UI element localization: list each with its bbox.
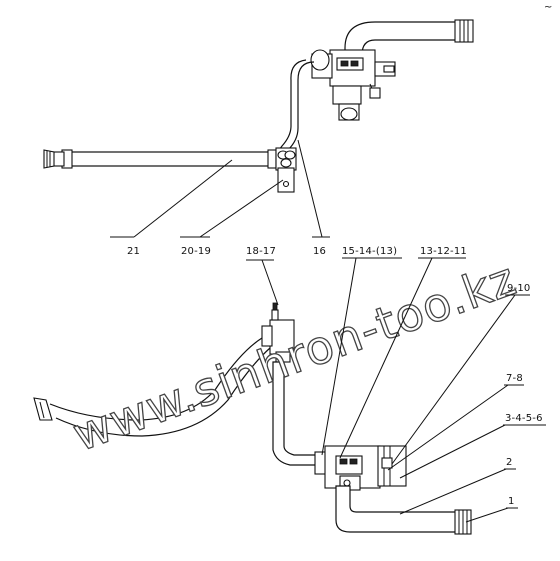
corner-mark: ~ <box>544 2 553 13</box>
callout-labels: 21 20-19 18-17 16 15-14-(13) 13-12-11 9-… <box>127 246 543 507</box>
callout-15-14-13: 15-14-(13) <box>342 246 397 257</box>
leader-lines <box>110 139 546 523</box>
callout-9-10: 9-10 <box>507 283 531 294</box>
callout-2: 2 <box>506 457 513 468</box>
lower-valve-body <box>314 445 407 491</box>
leader-13-12-11 <box>339 257 433 459</box>
horizontal-pipe-21 <box>43 149 277 169</box>
clamp-20-19 <box>275 147 297 193</box>
clamp-18-17 <box>261 302 295 363</box>
leader-20-19 <box>199 179 284 238</box>
leader-2 <box>399 468 507 515</box>
leader-16 <box>297 139 323 238</box>
bottom-pipe-2 <box>335 485 472 535</box>
leader-1 <box>465 507 509 523</box>
callout-16: 16 <box>313 246 326 257</box>
callout-20-19: 20-19 <box>181 246 211 257</box>
watermark: www.sinhron-too.kz <box>65 251 524 463</box>
lower-assembly <box>33 302 472 535</box>
upper-hose-16 <box>275 59 315 159</box>
leader-9-10 <box>391 294 516 465</box>
upper-assembly <box>43 19 474 193</box>
upper-pipe-right <box>344 19 474 63</box>
leader-18-17 <box>261 259 279 306</box>
callout-21: 21 <box>127 246 140 257</box>
watermark-text: www.sinhron-too.kz <box>66 251 523 461</box>
leader-3-4-5-6 <box>399 424 506 479</box>
callout-3-4-5-6: 3-4-5-6 <box>505 413 543 424</box>
leader-7-8 <box>387 384 509 471</box>
leader-21 <box>133 159 233 238</box>
lower-hose <box>33 337 271 437</box>
callout-18-17: 18-17 <box>246 246 276 257</box>
upper-valve-body <box>310 49 396 121</box>
callout-7-8: 7-8 <box>506 373 523 384</box>
callout-1: 1 <box>508 496 515 507</box>
leader-15-14-13 <box>321 257 357 456</box>
callout-13-12-11: 13-12-11 <box>420 246 467 257</box>
